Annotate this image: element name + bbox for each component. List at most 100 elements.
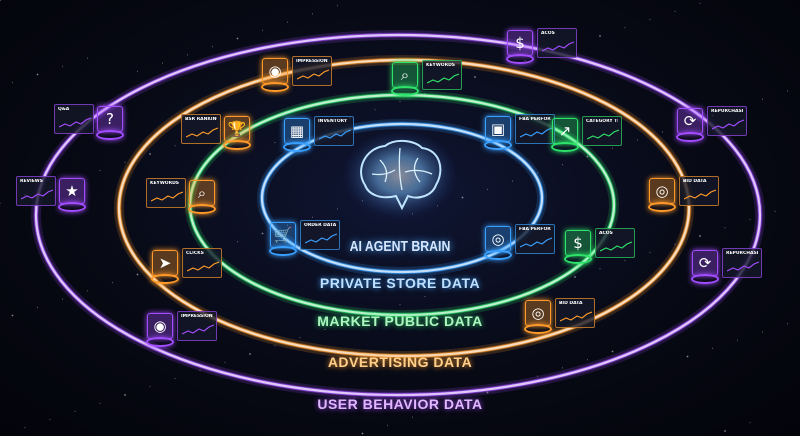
star: [724, 430, 726, 432]
star: [562, 164, 563, 166]
ring-label-market-public: MARKET PUBLIC DATA: [317, 313, 483, 329]
star: [149, 386, 151, 388]
search-icon: ⌕: [392, 62, 418, 88]
sparkline-icon: [297, 69, 329, 80]
star: [312, 13, 313, 15]
star: [649, 19, 651, 21]
star: [274, 142, 276, 144]
data-card-title: INVENTORY: [318, 119, 348, 124]
trend-up-icon: ↗: [552, 118, 578, 144]
star: [174, 145, 176, 147]
star: [774, 210, 776, 212]
data-card: IMPRESSIONS: [292, 56, 332, 86]
center-label: AI AGENT BRAIN: [349, 238, 451, 255]
star: [474, 279, 476, 281]
star: [337, 5, 338, 7]
ring-label-private-store: PRIVATE STORE DATA: [319, 275, 481, 291]
target-icon: ◎: [649, 178, 675, 204]
star: [287, 21, 288, 23]
star: [299, 133, 301, 135]
star: [162, 265, 163, 267]
star: [87, 57, 88, 59]
data-card-title: KEYWORDS: [150, 181, 180, 186]
sparkline-icon: [587, 129, 619, 140]
eye-icon: ◉: [262, 58, 288, 84]
star: [399, 304, 401, 306]
star: [124, 394, 126, 396]
sparkline-icon: [542, 41, 574, 52]
star: [462, 400, 463, 402]
star: [624, 260, 626, 262]
data-card-title: FBA PERFORMANCE: [519, 227, 551, 232]
star: [461, 196, 464, 199]
warehouse-icon: ▦: [284, 118, 310, 144]
star: [624, 27, 626, 29]
sparkline-icon: [684, 189, 716, 200]
data-card: Q&A: [54, 104, 94, 134]
data-card: KEYWORDS: [146, 178, 186, 208]
eye-icon: ◉: [147, 313, 173, 339]
star: [261, 232, 264, 235]
star: [749, 422, 751, 424]
star: [412, 416, 413, 418]
ring-private-store: [260, 122, 544, 274]
data-card: FBA PERFORMANCE: [515, 114, 555, 144]
star: [699, 235, 701, 237]
star: [537, 375, 538, 377]
data-card: BID DATA: [555, 298, 595, 328]
star: [62, 298, 63, 300]
star: [487, 188, 488, 190]
star: [787, 323, 788, 325]
star: [324, 328, 326, 330]
star: [762, 98, 763, 100]
star: [449, 287, 451, 289]
sparkline-icon: [186, 127, 218, 138]
star: [12, 82, 13, 84]
sparkline-icon: [151, 191, 183, 202]
data-card: REPURCHASE: [722, 248, 762, 278]
data-card: CLICKS: [182, 248, 222, 278]
data-card: REPURCHASE: [707, 106, 747, 136]
star: [649, 251, 651, 253]
sparkline-icon: [59, 117, 91, 128]
star: [112, 282, 113, 284]
dollar-icon: $: [565, 230, 591, 256]
ring-advertising: [117, 58, 691, 358]
star: [737, 339, 738, 341]
data-card-title: REPURCHASE: [711, 109, 743, 114]
star: [62, 65, 63, 67]
star: [287, 224, 288, 226]
star: [399, 101, 401, 103]
data-card-title: ACOS: [599, 231, 613, 236]
star: [236, 37, 239, 40]
star: [512, 180, 513, 182]
data-card: BSR RANKINGS: [181, 114, 221, 144]
data-card-title: Q&A: [58, 107, 70, 112]
star: [749, 219, 751, 221]
data-card-title: IMPRESSIONS: [296, 59, 328, 64]
star: [686, 355, 689, 358]
star: [637, 139, 638, 141]
star: [599, 268, 601, 270]
star: [587, 359, 588, 361]
star: [312, 216, 313, 218]
star: [687, 123, 688, 125]
trophy-icon: 🏆: [224, 116, 250, 142]
data-card-title: ORDER DATA: [304, 223, 336, 228]
question-icon: ?: [97, 106, 123, 132]
star: [662, 131, 663, 133]
star: [424, 92, 426, 94]
star: [249, 353, 251, 355]
star: [187, 54, 188, 56]
star: [674, 243, 676, 245]
star: [36, 73, 39, 76]
star: [424, 296, 426, 298]
star: [474, 76, 476, 78]
ring-label-user-behavior: USER BEHAVIOR DATA: [317, 396, 483, 412]
star: [724, 227, 726, 229]
data-card: FBA PERFORMANCE: [515, 224, 555, 254]
star: [712, 347, 713, 349]
star: [486, 391, 489, 394]
star-icon: ★: [59, 178, 85, 204]
star: [199, 369, 201, 371]
